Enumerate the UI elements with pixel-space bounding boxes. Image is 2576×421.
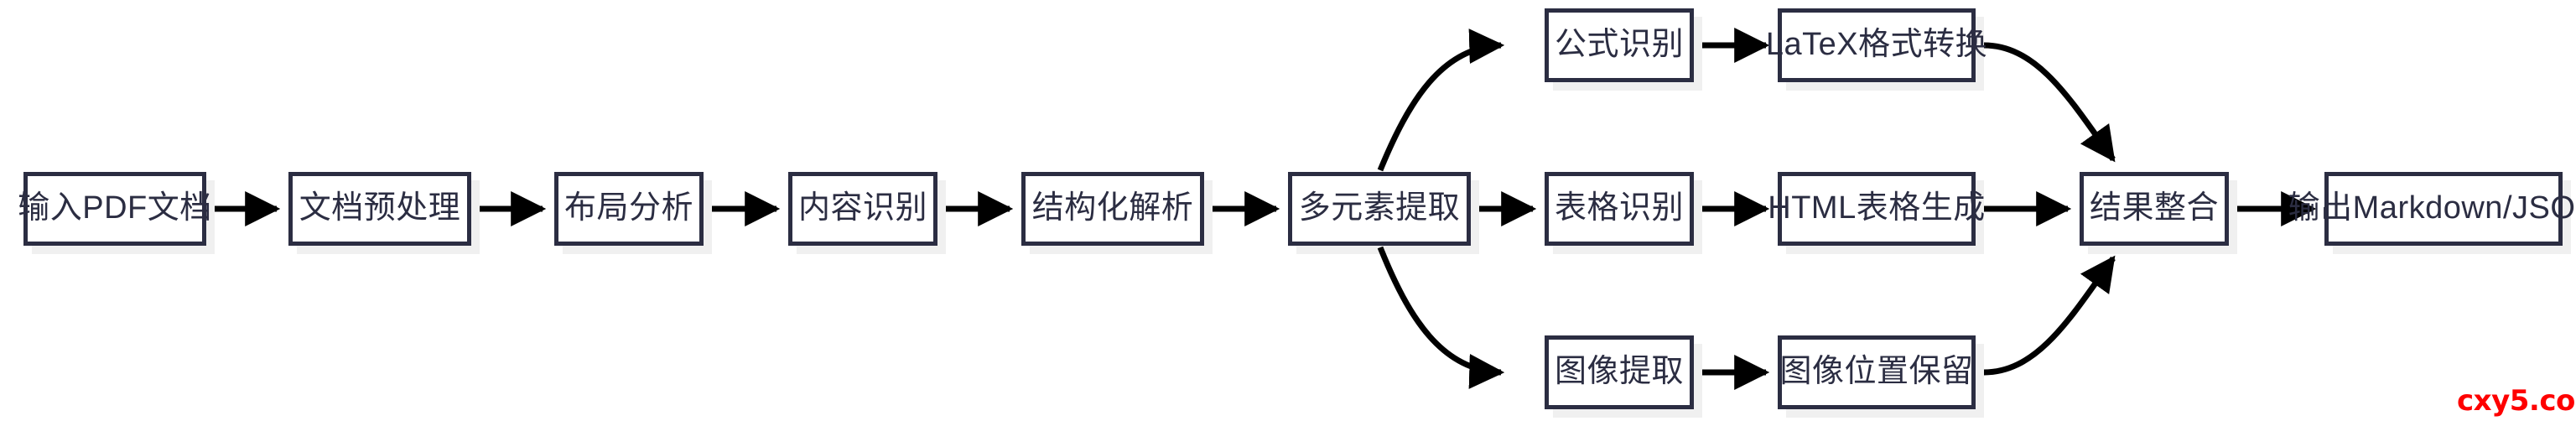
node-html-table-generation[interactable]: HTML表格生成 bbox=[1768, 172, 1985, 246]
node-label: 结构化解析 bbox=[1031, 190, 1194, 226]
edge-latex-merge bbox=[1983, 42, 2116, 163]
node-label: 表格识别 bbox=[1554, 190, 1684, 226]
watermark: cxy5.com bbox=[2457, 384, 2576, 418]
edge-imagepos-merge bbox=[1983, 255, 2116, 376]
node-label: 输入PDF文档 bbox=[18, 190, 212, 226]
node-multi-element-extraction[interactable]: 多元素提取 bbox=[1288, 172, 1471, 246]
node-label: 布局分析 bbox=[564, 190, 693, 226]
node-label: 结果整合 bbox=[2089, 190, 2219, 226]
node-label: 公式识别 bbox=[1554, 27, 1684, 63]
node-image-position-preserve[interactable]: 图像位置保留 bbox=[1778, 335, 1976, 409]
node-document-preprocess[interactable]: 文档预处理 bbox=[288, 172, 471, 246]
node-input-pdf[interactable]: 输入PDF文档 bbox=[18, 172, 211, 246]
edge-multi-formula bbox=[1377, 29, 1505, 172]
node-label: 文档预处理 bbox=[299, 190, 461, 226]
node-label: 图像提取 bbox=[1554, 354, 1684, 390]
node-formula-recognition[interactable]: 公式识别 bbox=[1545, 8, 1694, 82]
edge-multi-image bbox=[1377, 246, 1505, 389]
node-content-recognition[interactable]: 内容识别 bbox=[788, 172, 937, 246]
node-latex-conversion[interactable]: LaTeX格式转换 bbox=[1766, 8, 1987, 82]
node-output-markdown-json[interactable]: 输出Markdown/JSON bbox=[2288, 172, 2576, 246]
node-image-extraction[interactable]: 图像提取 bbox=[1545, 335, 1694, 409]
node-label: 内容识别 bbox=[797, 190, 927, 226]
node-result-merge[interactable]: 结果整合 bbox=[2080, 172, 2229, 246]
node-label: LaTeX格式转换 bbox=[1765, 27, 1988, 63]
node-label: 多元素提取 bbox=[1298, 190, 1461, 226]
node-layout-analysis[interactable]: 布局分析 bbox=[554, 172, 704, 246]
node-structured-parsing[interactable]: 结构化解析 bbox=[1021, 172, 1204, 246]
node-label: HTML表格生成 bbox=[1768, 190, 1986, 226]
node-label: 输出Markdown/JSON bbox=[2288, 190, 2576, 226]
node-table-recognition[interactable]: 表格识别 bbox=[1545, 172, 1694, 246]
node-label: 图像位置保留 bbox=[1779, 354, 1974, 390]
